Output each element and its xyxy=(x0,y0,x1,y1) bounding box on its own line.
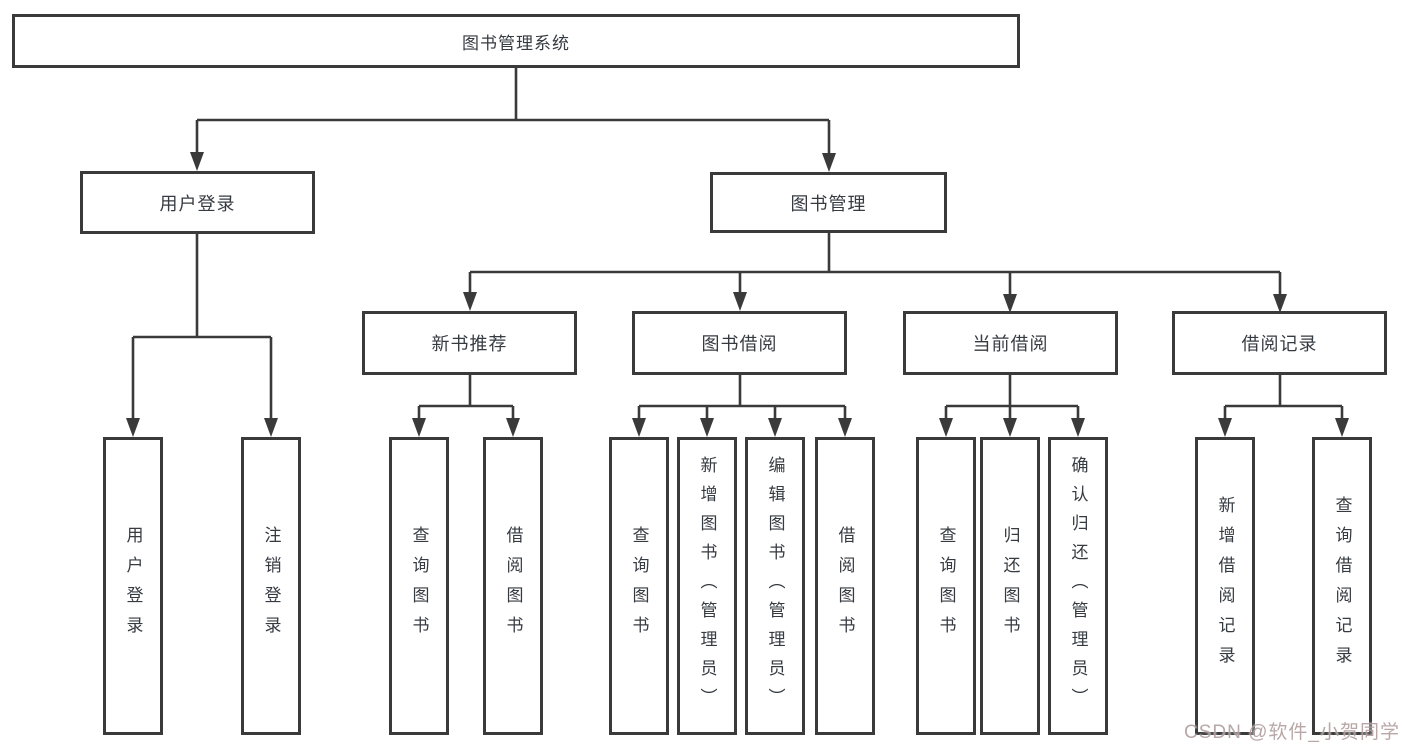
node-borrowing-records: 借阅记录 xyxy=(1172,311,1387,375)
leaf-return-books: 归还图书 xyxy=(980,437,1040,735)
connector-borrow-records xyxy=(1223,375,1344,421)
arrowhead xyxy=(1273,294,1287,313)
leaf-query-books-recommend: 查询图书 xyxy=(389,437,449,735)
leaf-query-books-borrow: 查询图书 xyxy=(609,437,669,735)
arrowhead xyxy=(1071,418,1085,437)
arrowhead xyxy=(1335,418,1349,437)
arrowhead xyxy=(733,292,747,311)
arrowhead xyxy=(463,292,477,311)
arrowhead xyxy=(1003,294,1017,313)
node-user-login: 用户登录 xyxy=(80,171,315,234)
arrowhead xyxy=(822,153,836,172)
arrowhead xyxy=(126,418,140,437)
leaf-query-borrow-record: 查询借阅记录 xyxy=(1312,437,1372,735)
leaf-add-books-admin: 新增图书（管理员） xyxy=(677,437,737,735)
node-book-management: 图书管理 xyxy=(710,172,947,233)
connector-new-book xyxy=(417,375,515,421)
connector-user-login xyxy=(131,234,273,421)
arrowhead xyxy=(412,418,426,437)
connector-current-borrow xyxy=(944,375,1080,421)
arrowhead xyxy=(838,418,852,437)
leaf-borrow-books-recommend: 借阅图书 xyxy=(483,437,543,735)
node-book-borrowing: 图书借阅 xyxy=(632,311,847,375)
arrowhead xyxy=(768,418,782,437)
arrowhead xyxy=(190,152,204,171)
leaf-add-borrow-record: 新增借阅记录 xyxy=(1195,437,1255,735)
leaf-user-login: 用户登录 xyxy=(103,437,163,735)
arrowhead xyxy=(506,418,520,437)
arrowhead xyxy=(1218,418,1232,437)
arrowhead xyxy=(939,418,953,437)
csdn-watermark: CSDN @软件_小贺同学 xyxy=(1184,722,1400,743)
leaf-logout: 注销登录 xyxy=(241,437,301,735)
connector-book-borrow xyxy=(637,375,847,421)
arrowhead xyxy=(700,418,714,437)
arrowhead xyxy=(1003,418,1017,437)
node-new-book-recommend: 新书推荐 xyxy=(362,311,577,375)
arrowhead xyxy=(632,418,646,437)
leaf-query-books-current: 查询图书 xyxy=(916,437,976,735)
leaf-edit-books-admin: 编辑图书（管理员） xyxy=(745,437,805,735)
node-library-management-system: 图书管理系统 xyxy=(12,14,1020,68)
leaf-confirm-return-admin: 确认归还（管理员） xyxy=(1048,437,1108,735)
connector-book-mgmt xyxy=(468,233,1282,297)
leaf-borrow-books: 借阅图书 xyxy=(815,437,875,735)
arrowhead xyxy=(264,418,278,437)
connector-root xyxy=(195,68,831,156)
arrowheads xyxy=(126,152,1349,437)
node-current-borrowing: 当前借阅 xyxy=(903,311,1118,375)
